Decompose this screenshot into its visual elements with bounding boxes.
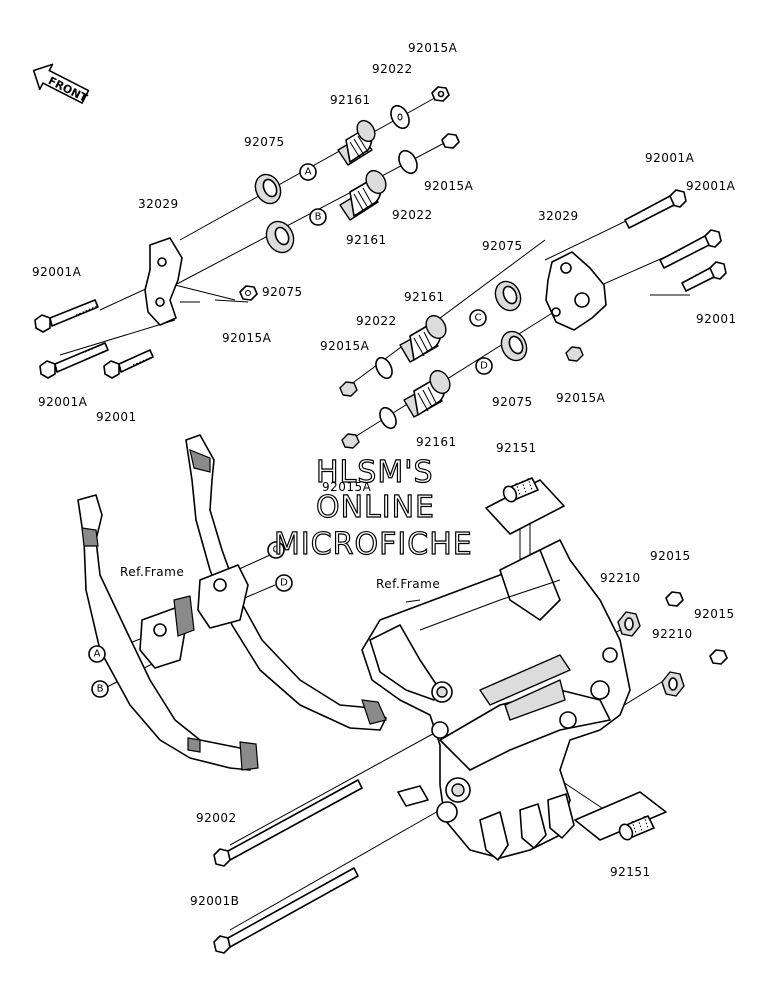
spacer-92075-left2	[265, 220, 295, 254]
nut-92015a-left	[239, 285, 258, 301]
bolt-92002	[213, 779, 363, 867]
label-92210-b: 92210	[652, 627, 693, 641]
svg-text:C: C	[273, 545, 280, 556]
svg-text:B: B	[315, 212, 322, 223]
bolt-92001-right	[681, 261, 727, 292]
label-ref-frame-right: Ref.Frame	[376, 577, 440, 591]
label-92001-left: 92001	[96, 410, 137, 424]
svg-text:A: A	[305, 167, 312, 178]
front-label: FRONT	[46, 74, 90, 105]
spacer-92075-top	[254, 173, 282, 205]
marker-d-upper: D	[475, 357, 493, 375]
label-ref-frame-left: Ref.Frame	[120, 565, 184, 579]
nut-92210-b	[661, 671, 685, 697]
rubber-mount-92161-right	[399, 314, 447, 363]
bolt-92001b	[213, 867, 359, 954]
label-92161-top: 92161	[330, 93, 371, 107]
washer-92022-top	[390, 104, 410, 130]
engine-frame-right	[361, 539, 631, 861]
label-92075-right: 92075	[482, 239, 523, 253]
label-92001a-left2: 92001A	[38, 395, 88, 409]
label-92075-top: 92075	[244, 135, 285, 149]
washer-92022-right2	[379, 406, 397, 430]
label-92001a-right1: 92001A	[645, 151, 695, 165]
svg-text:C: C	[475, 313, 482, 324]
marker-d-lower: D	[275, 574, 293, 592]
rubber-mount-92161-right2	[403, 369, 451, 418]
label-92015a-low: 92015A	[322, 480, 372, 494]
label-92001a-right2: 92001A	[686, 179, 736, 193]
label-92015-b: 92015	[694, 607, 735, 621]
label-92015a-left: 92015A	[222, 331, 272, 345]
label-92015a-right-c: 92015A	[320, 339, 370, 353]
watermark-line2: ONLINE	[316, 490, 435, 525]
label-92001a-left: 92001A	[32, 265, 82, 279]
nut-92015a-mid	[441, 133, 460, 149]
bolt-92001-left	[103, 349, 154, 379]
front-arrow-icon: FRONT	[32, 63, 90, 105]
nut-92210-a	[617, 611, 641, 637]
marker-b-upper: B	[309, 208, 327, 226]
label-92022-right: 92022	[356, 314, 397, 328]
bracket-32029-left	[144, 237, 183, 326]
marker-b-lower: B	[91, 680, 109, 698]
label-92075-right2: 92075	[492, 395, 533, 409]
watermark-line1: HLSM'S	[316, 455, 434, 490]
label-92210-a: 92210	[600, 571, 641, 585]
bracket-32029-right	[545, 251, 607, 331]
svg-text:D: D	[280, 578, 288, 589]
label-92161-right2: 92161	[416, 435, 457, 449]
svg-text:B: B	[97, 684, 104, 695]
label-92001-right: 92001	[696, 312, 737, 326]
bolt-92151-top	[502, 477, 539, 503]
spacer-92075-right	[494, 280, 522, 312]
label-92015-a: 92015	[650, 549, 691, 563]
washer-92022-right	[375, 356, 393, 380]
bolt-92151-bottom	[618, 815, 655, 841]
label-92151-bottom: 92151	[610, 865, 651, 879]
label-92151-top: 92151	[496, 441, 537, 455]
label-32029-left: 32029	[138, 197, 179, 211]
label-92161-right: 92161	[404, 290, 445, 304]
label-92015a-right-nut: 92015A	[556, 391, 606, 405]
washer-92015-b	[709, 649, 728, 665]
mount-clamp-left	[139, 564, 249, 669]
label-92001b: 92001B	[190, 894, 239, 908]
marker-a-upper: A	[299, 163, 317, 181]
label-92022-top: 92022	[372, 62, 413, 76]
marker-c-upper: C	[469, 309, 487, 327]
nut-92015a-right-nut	[565, 346, 584, 362]
svg-text:D: D	[480, 361, 488, 372]
nut-92015a-low	[341, 433, 360, 449]
label-92075-left2: 92075	[262, 285, 303, 299]
nut-92015a-right-c	[339, 381, 358, 397]
label-92015a-mid: 92015A	[424, 179, 474, 193]
spacer-92075-right2	[500, 330, 528, 362]
bolt-92001a-left	[34, 299, 99, 333]
washer-92022-mid	[398, 149, 418, 175]
label-92161-mid: 92161	[346, 233, 387, 247]
label-32029-right: 32029	[538, 209, 579, 223]
label-92002: 92002	[196, 811, 237, 825]
watermark-line3: MICROFICHE	[274, 527, 473, 562]
label-92015a-top: 92015A	[408, 41, 458, 55]
bolt-92001a-right1	[624, 189, 687, 229]
rubber-mount-92161-mid	[339, 169, 387, 221]
mount-plate-92151-bottom	[574, 791, 667, 841]
marker-c-lower: C	[267, 541, 285, 559]
label-92022-mid: 92022	[392, 208, 433, 222]
bolt-92001a-left2	[39, 342, 109, 379]
bolt-92001a-right2	[659, 229, 722, 269]
svg-text:A: A	[94, 649, 101, 660]
washer-92015-a	[665, 591, 684, 607]
marker-a-lower: A	[88, 645, 106, 663]
rubber-mount-92161-top	[337, 119, 376, 166]
